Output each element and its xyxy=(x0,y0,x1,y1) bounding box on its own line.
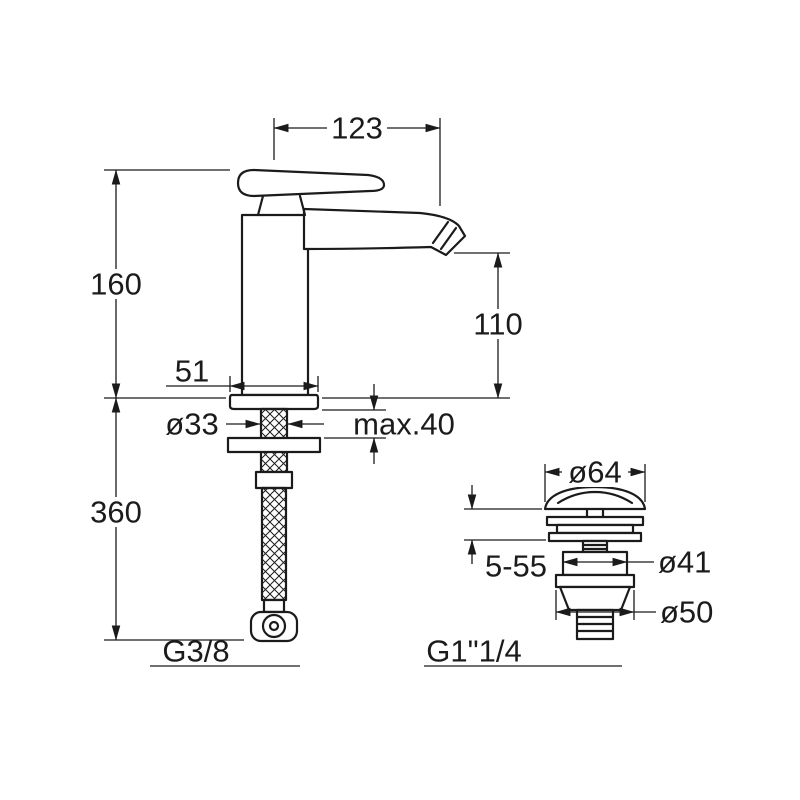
dim-base-depth-label: 51 xyxy=(175,354,209,389)
hose-nut-opening xyxy=(261,613,287,639)
waste-threaded-stem xyxy=(581,539,609,554)
dimension-base-diameter: ø33 xyxy=(165,407,324,442)
dim-outlet-height-label: 110 xyxy=(473,307,522,342)
waste-flange-plate-bottom xyxy=(547,531,643,543)
hose-end-fitting xyxy=(262,598,286,614)
hose-nut-center xyxy=(268,620,280,632)
dimension-hose-length: 360 xyxy=(88,397,244,641)
hose-connection-nut xyxy=(249,610,299,643)
dim-base-diameter-label: ø33 xyxy=(165,407,218,442)
faucet-body xyxy=(240,213,310,397)
waste-tail-thread-lines xyxy=(576,615,614,633)
mounting-washer xyxy=(226,436,322,454)
dimension-base-depth: 51 xyxy=(166,354,319,392)
dim-max-deck-thickness-label: max.40 xyxy=(353,407,455,442)
dimension-annotations: 123 160 110 51 ø33 xyxy=(88,111,713,669)
label-supply-thread: G3/8 xyxy=(150,634,300,669)
flexible-hose xyxy=(260,486,288,602)
faucet-drawing xyxy=(226,168,467,643)
dim-spout-reach-label: 123 xyxy=(331,111,383,146)
hose-fitting xyxy=(254,470,294,490)
waste-flange-plate-mid xyxy=(555,523,635,535)
dimension-spout-reach: 123 xyxy=(273,111,441,206)
outlet-thread-label: G1"1/4 xyxy=(426,634,521,669)
dimension-waste-body-diameter: ø41 xyxy=(562,545,711,580)
waste-cap-stem xyxy=(585,507,605,519)
dim-stroke-range-label: 5-55 xyxy=(485,549,547,584)
waste-cap-inner-line xyxy=(556,490,634,505)
faucet-spout xyxy=(302,207,467,257)
label-outlet-thread: G1"1/4 xyxy=(424,634,622,669)
waste-locknut-body xyxy=(561,550,629,577)
waste-hex-taper xyxy=(558,585,632,612)
supply-thread-label: G3/8 xyxy=(162,634,229,669)
waste-lower-flange xyxy=(554,573,636,589)
waste-cap-dome xyxy=(543,485,647,511)
dimension-body-height: 160 xyxy=(88,169,230,399)
aerator-lines xyxy=(431,220,458,251)
faucet-handle-lever xyxy=(236,168,386,198)
dimension-stroke-range: 5-55 xyxy=(464,485,547,584)
dim-body-height-label: 160 xyxy=(90,267,142,302)
dim-cap-diameter-label: ø64 xyxy=(568,455,621,490)
dimension-max-deck-thickness: max.40 xyxy=(322,384,455,464)
dim-waste-flange-diameter-label: ø50 xyxy=(660,595,713,630)
dimension-outlet-height: 110 xyxy=(322,252,527,399)
dim-hose-length-label: 360 xyxy=(90,495,142,530)
waste-flange-plate-top xyxy=(545,515,645,527)
dim-waste-body-diameter-label: ø41 xyxy=(658,545,711,580)
waste-stem-thread-lines xyxy=(582,543,608,551)
dimension-waste-flange-diameter: ø50 xyxy=(555,590,713,630)
dimension-cap-diameter: ø64 xyxy=(544,455,646,502)
faucet-base-flange xyxy=(228,393,320,411)
waste-drawing xyxy=(543,485,647,641)
cartridge-neck-lines xyxy=(256,194,307,217)
